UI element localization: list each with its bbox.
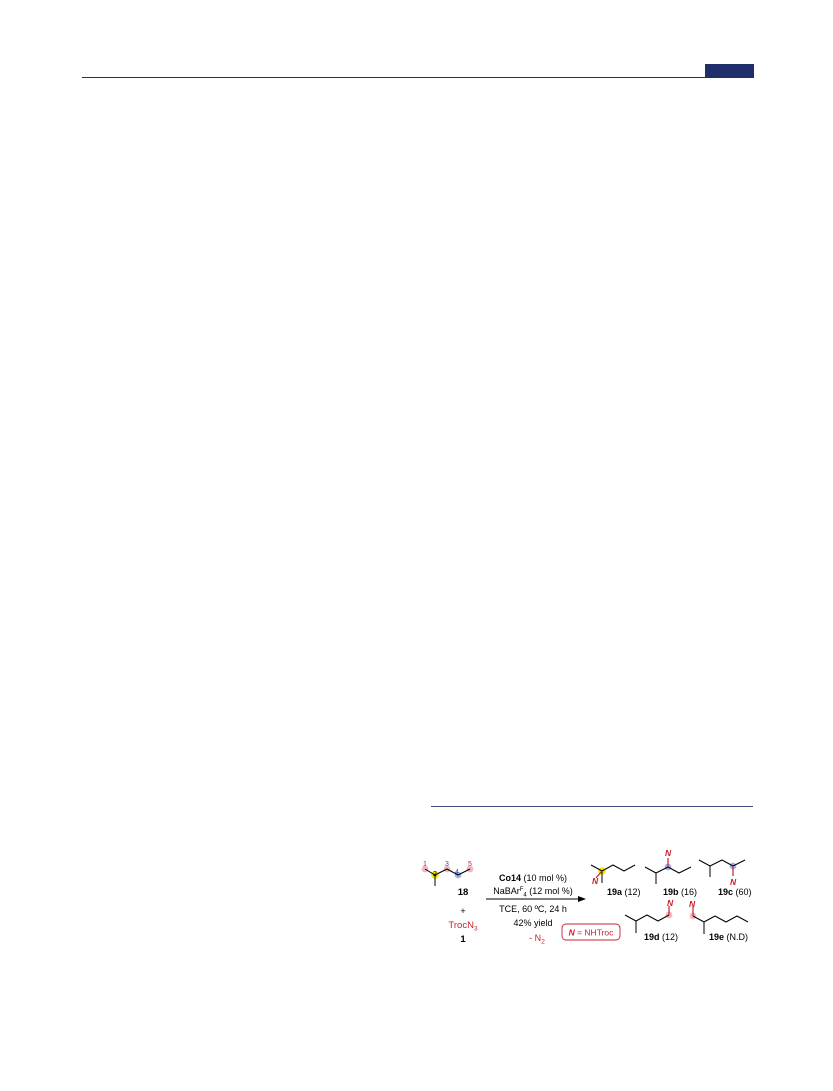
skeleton-19a (590, 864, 636, 872)
plus-sign: + (460, 906, 465, 916)
additive-line: NaBArF4 (12 mol %) (493, 886, 573, 899)
product-19e: N 19e (N.D) (689, 899, 749, 942)
n-label-19d: N (667, 898, 674, 908)
skeleton-19d (624, 914, 670, 922)
label-19d: 19d (12) (644, 932, 678, 942)
substrate-label: 18 (458, 887, 469, 898)
reagent-1: + TrocN3 1 (448, 906, 478, 945)
n-label-19c: N (730, 877, 737, 887)
position-2: 2 (433, 871, 437, 878)
position-4: 4 (455, 869, 459, 876)
yield-line: 42% yield (513, 918, 552, 928)
label-19e: 19e (N.D) (709, 932, 748, 942)
legend-text: N = NHTroc (569, 928, 615, 938)
product-19c: N 19c (60) (698, 859, 752, 897)
header-tab (705, 64, 754, 78)
scheme-top-rule (431, 806, 753, 807)
n-bond-19a (595, 870, 603, 879)
reagent-formula: TrocN3 (448, 920, 478, 933)
reaction-conditions: Co14 (10 mol %) NaBArF4 (12 mol %) TCE, … (486, 873, 586, 946)
reagent-label: 1 (460, 934, 466, 945)
product-19a: N 19a (12) (590, 864, 641, 897)
catalyst-line: Co14 (10 mol %) (499, 873, 567, 883)
position-5: 5 (468, 861, 472, 868)
label-19c: 19c (60) (718, 887, 752, 897)
product-19d: N 19d (12) (624, 898, 678, 942)
n-label-19b: N (665, 848, 672, 858)
legend-box (561, 923, 621, 941)
skeleton-19c (698, 859, 746, 867)
label-19b: 19b (16) (663, 887, 697, 897)
conditions-line: TCE, 60 ºC, 24 h (499, 904, 567, 914)
reaction-scheme: 1 2 3 4 5 18 + TrocN3 1 Co14 (10 mol %) … (421, 848, 752, 946)
position-3: 3 (445, 861, 449, 868)
byproduct-line: - N2 (529, 933, 545, 946)
label-19a: 19a (12) (607, 887, 641, 897)
nhtroc-legend: N = NHTroc (561, 923, 621, 941)
substrate-skeleton (424, 868, 471, 876)
n-label-19e: N (689, 899, 696, 909)
skeleton-19e (692, 915, 749, 923)
header-rule (82, 77, 754, 78)
n-label-19a: N (592, 876, 599, 886)
product-19b: N 19b (16) (644, 848, 697, 897)
position-1: 1 (423, 861, 427, 868)
substrate-18: 1 2 3 4 5 18 (421, 861, 474, 898)
